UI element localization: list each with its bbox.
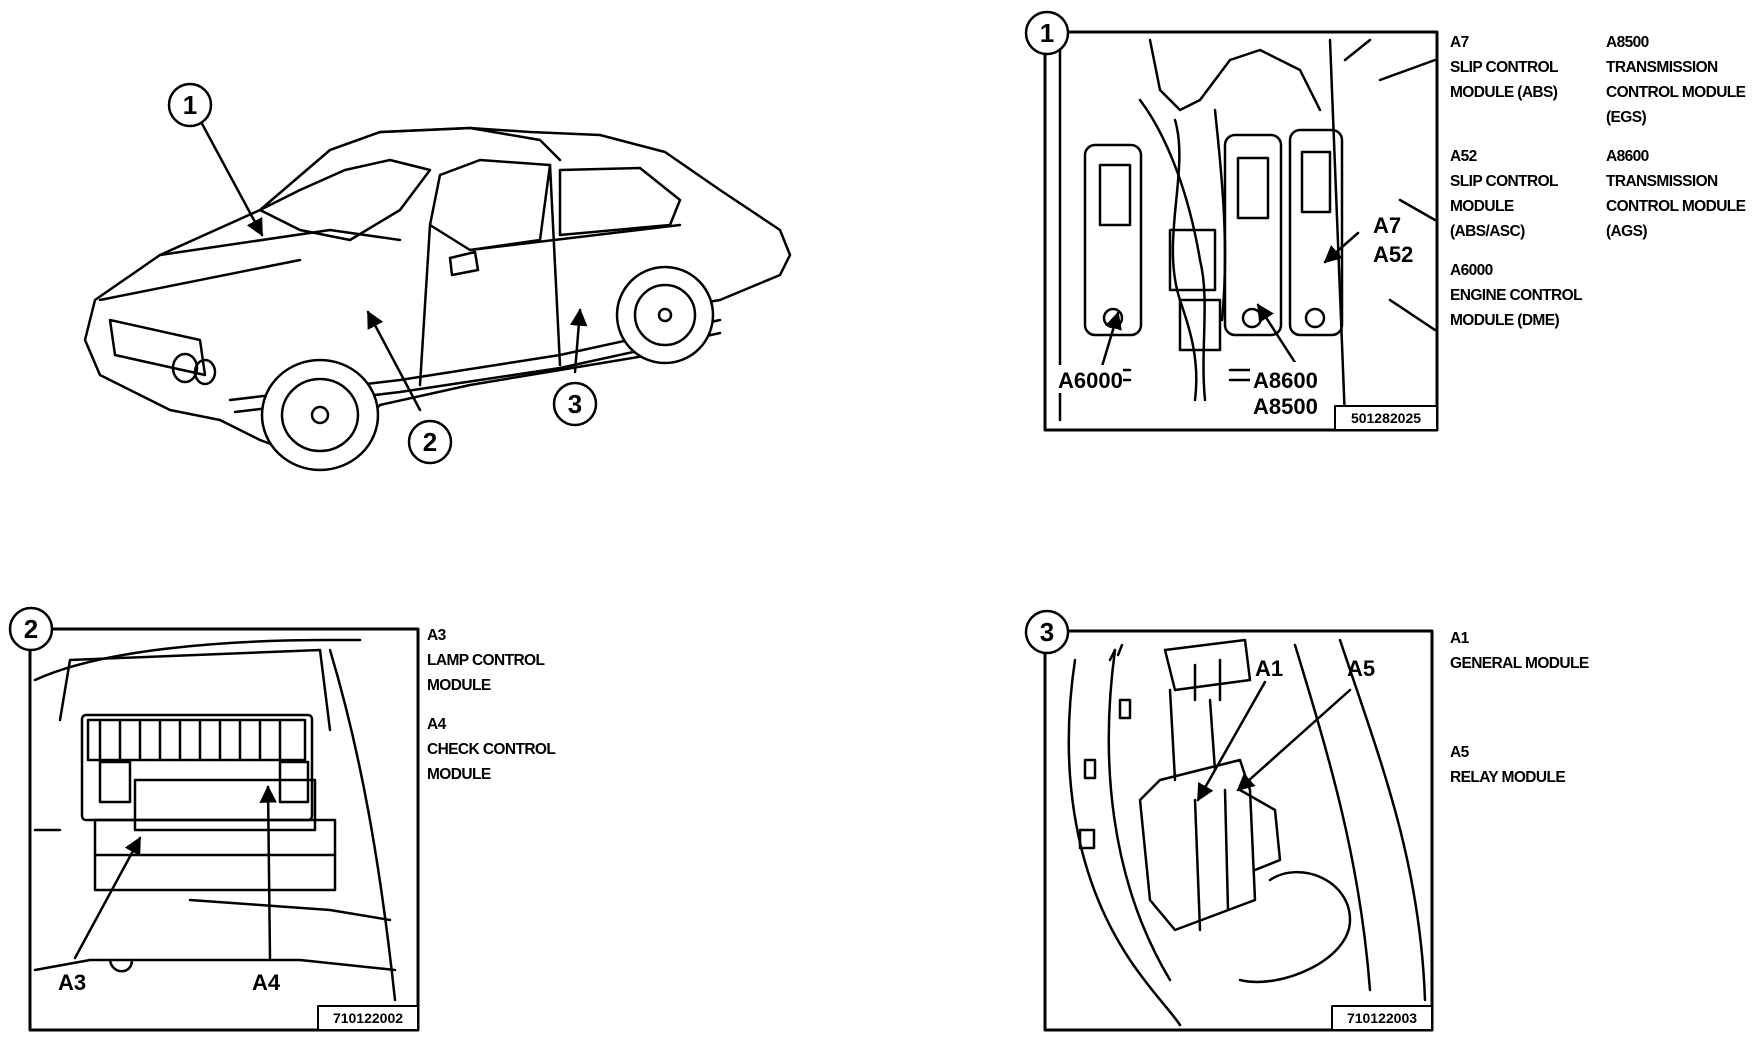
panel-1-label-a8500: A8500 [1253, 394, 1318, 419]
panel-2-number: 2 [24, 614, 38, 644]
panel-1-figure-code: 501282025 [1351, 410, 1421, 426]
legend-code: A6000 [1450, 262, 1493, 279]
legend-text: CONTROL MODULE [1606, 84, 1746, 101]
legend-text: MODULE [427, 677, 491, 694]
legend-text: MODULE [1450, 198, 1514, 215]
legend-text: (AGS) [1606, 223, 1648, 240]
callout-1-arrow [198, 118, 264, 237]
panel-3-figure-code-box [1331, 1005, 1433, 1031]
legend-text: MODULE [427, 766, 491, 783]
panel-3-label-a1: A1 [1255, 656, 1283, 681]
legend-text: LAMP CONTROL [427, 652, 545, 669]
legend-text: (EGS) [1606, 109, 1647, 126]
legend-text: TRANSMISSION [1606, 59, 1718, 76]
legend-code: A7 [1450, 34, 1469, 51]
panel-2 [8, 606, 420, 1032]
panel-3-legend: A1 GENERAL MODULE A5 RELAY MODULE [1450, 626, 1589, 790]
callout-1-circle [167, 82, 213, 128]
panel-1 [1024, 10, 1439, 432]
panel-1-number: 1 [1040, 18, 1054, 48]
panel-1-figure-code-box [1334, 405, 1438, 431]
legend-text: ENGINE CONTROL [1450, 287, 1583, 304]
legend-text: MODULE (ABS) [1450, 84, 1558, 101]
panel-3-number-circle [1024, 609, 1070, 655]
panel-1-number-circle [1024, 10, 1070, 56]
callout-2-circle [407, 419, 453, 465]
panel-3-figure-code: 710122003 [1347, 1010, 1417, 1026]
callout-1-number: 1 [183, 90, 197, 120]
panel-1-legend-col1: A7 SLIP CONTROL MODULE (ABS) A52 SLIP CO… [1450, 30, 1583, 333]
legend-code: A3 [427, 627, 446, 644]
callout-3-arrow [570, 308, 588, 374]
panel-3 [1024, 609, 1434, 1032]
legend-code: A52 [1450, 148, 1477, 165]
legend-text: TRANSMISSION [1606, 173, 1718, 190]
panel-1-label-a7: A7 [1373, 213, 1401, 238]
panel-2-figure-code-box [317, 1005, 419, 1031]
legend-code: A8600 [1606, 148, 1649, 165]
panel-1-frame [1043, 30, 1439, 432]
callout-2-arrow [366, 310, 422, 412]
callout-2-number: 2 [423, 427, 437, 457]
panel-2-number-circle [8, 606, 54, 652]
legend-code: A5 [1450, 744, 1469, 761]
legend-text: SLIP CONTROL [1450, 59, 1559, 76]
legend-text: (ABS/ASC) [1450, 223, 1525, 240]
panel-1-label-a8600: A8600 [1253, 368, 1318, 393]
panel-1-legend-col2: A8500 TRANSMISSION CONTROL MODULE (EGS) … [1606, 30, 1746, 244]
panel-2-label-a4: A4 [252, 970, 281, 995]
legend-text: CONTROL MODULE [1606, 198, 1746, 215]
panel-2-figure-code: 710122002 [333, 1010, 403, 1026]
legend-code: A1 [1450, 630, 1469, 647]
car-illustration [83, 126, 792, 472]
panel-3-number: 3 [1040, 617, 1054, 647]
panel-1-label-a6000: A6000 [1058, 368, 1123, 393]
legend-text: MODULE (DME) [1450, 312, 1560, 329]
legend-text: RELAY MODULE [1450, 769, 1566, 786]
panel-2-frame [28, 627, 420, 1032]
legend-text: GENERAL MODULE [1450, 655, 1589, 672]
callout-3-number: 3 [568, 389, 582, 419]
callout-3-circle [552, 381, 598, 427]
legend-code: A8500 [1606, 34, 1649, 51]
panel-2-legend: A3 LAMP CONTROL MODULE A4 CHECK CONTROL … [427, 623, 556, 787]
legend-text: CHECK CONTROL [427, 741, 556, 758]
panel-3-label-a5: A5 [1347, 656, 1375, 681]
legend-text: SLIP CONTROL [1450, 173, 1559, 190]
panel-3-frame [1043, 629, 1434, 1032]
panel-2-label-a3: A3 [58, 970, 86, 995]
panel-1-label-a52: A52 [1373, 242, 1413, 267]
rear-wheel [615, 265, 715, 365]
front-wheel [260, 358, 380, 472]
legend-code: A4 [427, 716, 446, 733]
